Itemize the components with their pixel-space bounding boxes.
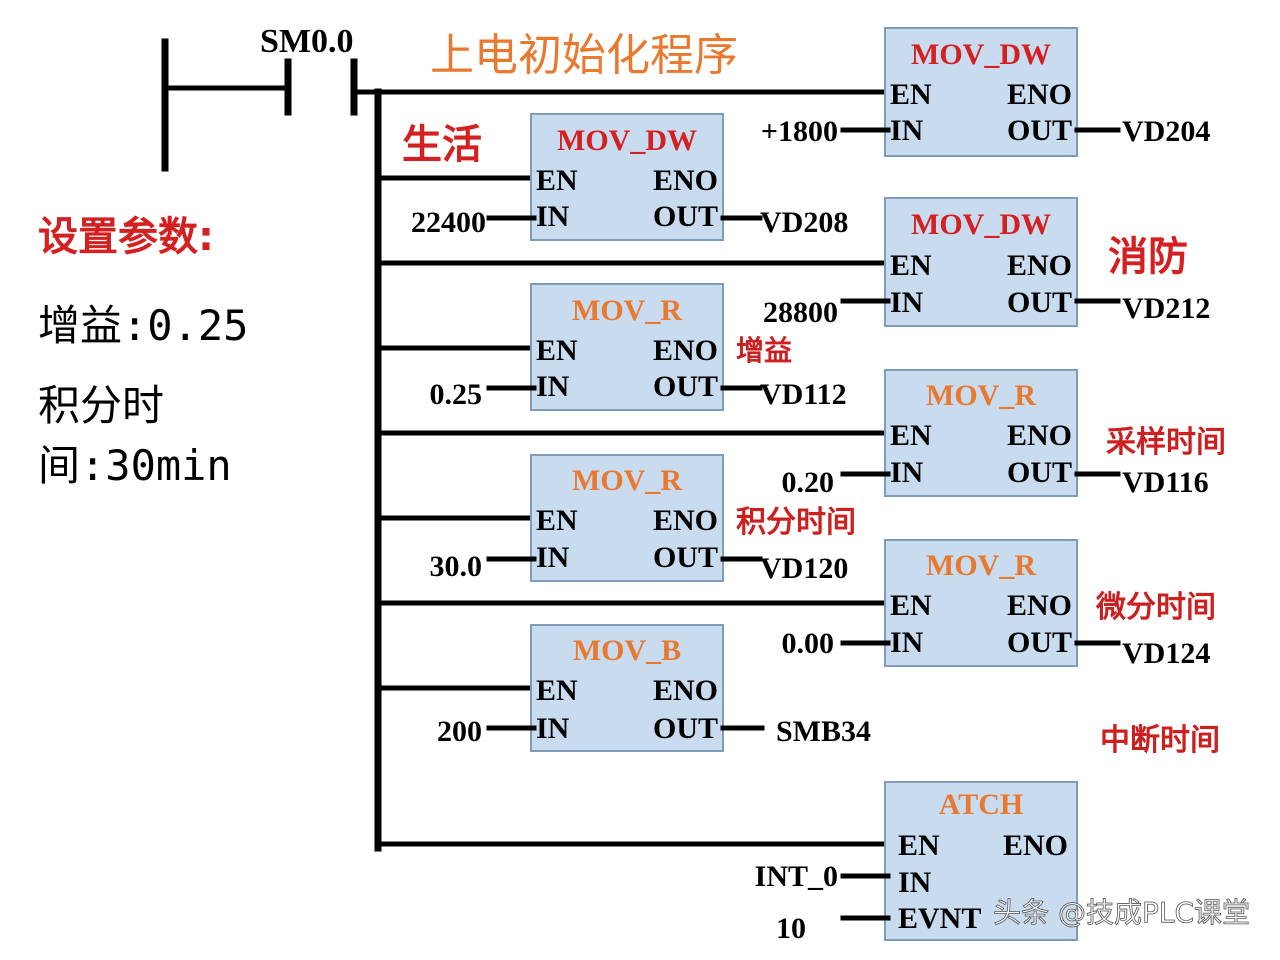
pin-in: IN — [536, 712, 570, 745]
pin-in: IN — [890, 114, 924, 147]
block-mov-r-vd120: MOV_R EN ENO IN OUT — [530, 454, 724, 582]
pin-in: IN — [536, 200, 570, 233]
contact-label: SM0.0 — [260, 23, 354, 60]
block-mov-r-vd116: MOV_R EN ENO IN OUT — [884, 369, 1078, 497]
pin-in: IN — [536, 541, 570, 574]
block-title: MOV_DW — [911, 38, 1051, 71]
block-title: MOV_R — [926, 549, 1036, 582]
pin-out: OUT — [1007, 114, 1072, 147]
output-var-vd112: VD112 — [760, 378, 847, 411]
block-box — [884, 781, 1078, 941]
pin-en: EN — [890, 249, 932, 282]
integral-line-1: 积分时 — [38, 381, 164, 430]
pin-out: OUT — [653, 712, 718, 745]
pin-eno: ENO — [1007, 78, 1072, 111]
block-box — [530, 113, 724, 241]
block-box — [884, 539, 1078, 667]
pin-evnt: EVNT — [898, 902, 981, 935]
section-title: 上电初始化程序 — [430, 30, 738, 81]
block-box — [884, 197, 1078, 327]
pin-eno: ENO — [1007, 419, 1072, 452]
input-value-vd120: 30.0 — [430, 550, 483, 583]
input-value-smb34: 200 — [437, 715, 482, 748]
block-box — [530, 624, 724, 752]
pin-in: IN — [536, 370, 570, 403]
integral-line-2: 间:30min — [38, 441, 232, 490]
gain-line: 增益:0.25 — [38, 301, 248, 350]
pin-eno: ENO — [653, 674, 718, 707]
block-mov-r-vd124: MOV_R EN ENO IN OUT — [884, 539, 1078, 667]
pin-eno: ENO — [653, 164, 718, 197]
pin-in: IN — [890, 626, 924, 659]
pin-eno: ENO — [653, 504, 718, 537]
input-value-vd208: 22400 — [411, 206, 486, 239]
pin-out: OUT — [653, 541, 718, 574]
output-var-vd120: VD120 — [760, 552, 848, 585]
output-var-vd204: VD204 — [1122, 115, 1210, 148]
pin-en: EN — [536, 674, 578, 707]
block-box — [530, 454, 724, 582]
input-value-atch: INT_0 — [755, 860, 838, 893]
output-var-vd208: VD208 — [760, 206, 848, 239]
pin-eno: ENO — [1007, 249, 1072, 282]
input-value-vd116: 0.20 — [782, 466, 835, 499]
block-box — [530, 283, 724, 411]
block-mov-dw-vd208: MOV_DW EN ENO IN OUT — [530, 113, 724, 241]
input-value-vd204: +1800 — [761, 115, 838, 148]
block-title: ATCH — [939, 788, 1023, 821]
block-mov-b-smb34: MOV_B EN ENO IN OUT — [530, 624, 724, 752]
block-mov-dw-vd204: MOV_DW EN ENO IN OUT — [884, 27, 1078, 157]
input-value-vd124: 0.00 — [782, 627, 835, 660]
block-mov-dw-vd212: MOV_DW EN ENO IN OUT — [884, 197, 1078, 327]
pin-eno: ENO — [1007, 589, 1072, 622]
note-vd112: 增益 — [736, 334, 792, 367]
evnt-value-atch: 10 — [776, 912, 806, 945]
pin-en: EN — [890, 589, 932, 622]
block-title: MOV_R — [926, 379, 1036, 412]
output-var-vd124: VD124 — [1122, 637, 1210, 670]
pin-eno: ENO — [653, 334, 718, 367]
pin-out: OUT — [653, 200, 718, 233]
pin-en: EN — [898, 829, 940, 862]
pin-out: OUT — [1007, 456, 1072, 489]
output-var-vd116: VD116 — [1122, 466, 1209, 499]
note-vd124: 微分时间 — [1095, 590, 1216, 625]
pin-out: OUT — [1007, 626, 1072, 659]
note-vd208: 生活 — [402, 122, 482, 168]
pin-out: OUT — [653, 370, 718, 403]
note-smb34: 中断时间 — [1100, 723, 1220, 758]
block-atch: ATCH EN ENO IN EVNT — [884, 781, 1078, 941]
note-vd116: 采样时间 — [1106, 425, 1226, 460]
watermark: 头条 @技成PLC课堂 — [993, 896, 1250, 929]
output-var-vd212: VD212 — [1122, 292, 1210, 325]
note-vd120: 积分时间 — [736, 505, 856, 540]
pin-in: IN — [890, 286, 924, 319]
pin-en: EN — [890, 419, 932, 452]
note-vd212: 消防 — [1108, 234, 1188, 280]
pin-out: OUT — [1007, 286, 1072, 319]
pin-en: EN — [536, 334, 578, 367]
block-mov-r-vd112: MOV_R EN ENO IN OUT — [530, 283, 724, 411]
pin-en: EN — [536, 164, 578, 197]
input-value-vd212: 28800 — [763, 296, 838, 329]
block-title: MOV_DW — [557, 124, 697, 157]
pin-eno: ENO — [1003, 829, 1068, 862]
input-value-vd112: 0.25 — [430, 378, 483, 411]
params-heading: 设置参数: — [38, 214, 214, 260]
block-title: MOV_B — [573, 634, 681, 667]
block-title: MOV_DW — [911, 208, 1051, 241]
block-box — [884, 27, 1078, 157]
pin-in: IN — [898, 866, 932, 899]
pin-en: EN — [890, 78, 932, 111]
block-box — [884, 369, 1078, 497]
block-title: MOV_R — [572, 464, 682, 497]
pin-en: EN — [536, 504, 578, 537]
block-title: MOV_R — [572, 294, 682, 327]
pin-in: IN — [890, 456, 924, 489]
output-var-smb34: SMB34 — [776, 715, 871, 748]
